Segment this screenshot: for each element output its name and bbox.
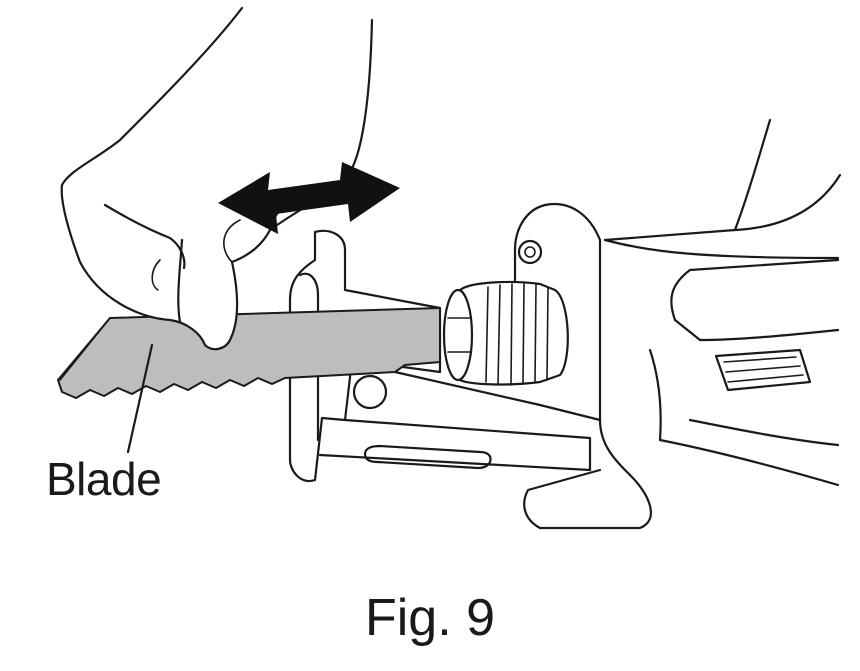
bolt-icon (517, 239, 543, 265)
blade-clamp-sleeve (442, 280, 569, 386)
figure-caption: Fig. 9 (364, 589, 496, 647)
lock-lever-button (714, 348, 812, 392)
blade-label-leader-line (126, 343, 154, 454)
saw-blade (57, 307, 441, 399)
double-headed-arrow-icon (218, 162, 400, 234)
blade-label: Blade (46, 453, 162, 505)
saw-body (513, 118, 842, 530)
